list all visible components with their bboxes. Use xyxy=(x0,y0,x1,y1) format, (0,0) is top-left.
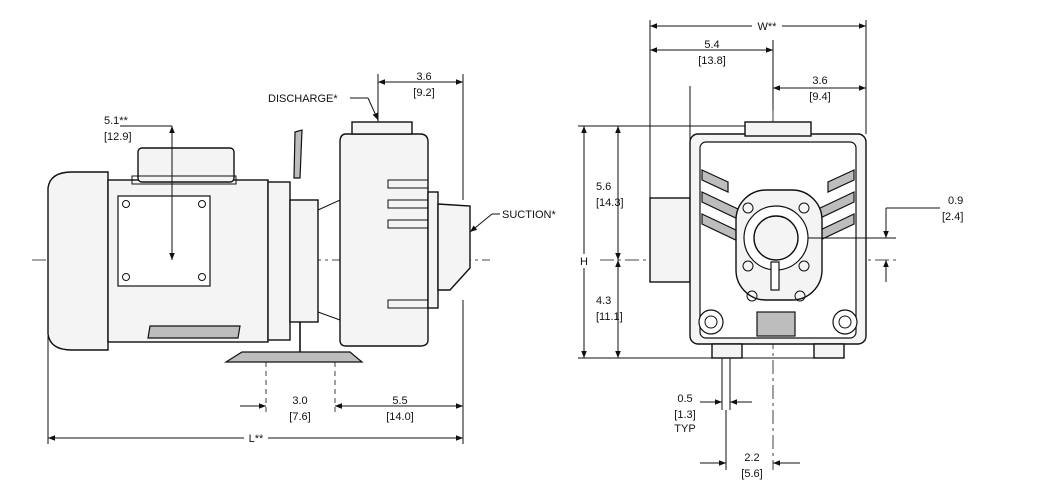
flange-bolt-icon xyxy=(742,260,754,272)
dim-left-metric: [13.8] xyxy=(698,55,726,67)
pump-casing xyxy=(339,133,429,347)
length-label-bg xyxy=(244,430,268,444)
dim-slot-metric: [1.3] xyxy=(674,409,695,421)
motor-fan-cover xyxy=(47,171,109,351)
dim-offset-value: 0.9 xyxy=(948,195,963,207)
front-foot-left xyxy=(711,343,743,359)
dim-foot-metric: [7.6] xyxy=(289,411,310,423)
lifting-handle xyxy=(293,129,303,179)
pump-base-plate xyxy=(223,351,364,363)
terminal-box-base xyxy=(131,175,237,185)
discharge-port xyxy=(351,121,413,135)
dim-bottom-value: 2.2 xyxy=(744,452,759,464)
suction-leader-arrow xyxy=(469,213,493,233)
chevron-rib xyxy=(827,169,855,193)
dim-slot-note: TYP xyxy=(674,423,695,435)
motor-foot xyxy=(147,325,241,339)
suction-flange xyxy=(427,191,439,309)
flange-bolt-icon xyxy=(794,290,806,302)
dim-lower-metric: [11.1] xyxy=(596,311,623,323)
dim-lower-value: 4.3 xyxy=(596,295,611,307)
dim-height-value: 5.1** xyxy=(104,115,129,127)
mount-bolt-icon xyxy=(698,309,724,335)
dim-left-value: 5.4 xyxy=(704,39,719,51)
dim-suction-metric: [14.0] xyxy=(386,411,414,423)
nameplate-screw-icon xyxy=(122,200,130,208)
dim-height-metric: [12.9] xyxy=(104,131,132,143)
motor-box-edge xyxy=(649,197,691,283)
side-view: DISCHARGE* SUCTION* 3.6 [9.2] 5.1** [12.… xyxy=(32,71,557,445)
dim-width-label: W** xyxy=(758,21,778,33)
drain-plug xyxy=(770,261,780,291)
mount-bolt-icon xyxy=(704,315,718,329)
terminal-box xyxy=(137,147,235,183)
bottom-boss xyxy=(756,311,796,337)
dim-top-metric: [9.2] xyxy=(413,87,434,99)
suction-port xyxy=(437,203,471,291)
dim-slot-value: 0.5 xyxy=(677,393,692,405)
dim-suction-value: 5.5 xyxy=(392,395,407,407)
dim-right-value: 3.6 xyxy=(812,75,827,87)
flange-bolt-icon xyxy=(742,202,754,214)
mount-bolt-icon xyxy=(838,315,852,329)
dim-bottom-metric: [5.6] xyxy=(741,468,762,480)
h-label-bg xyxy=(578,254,592,268)
chevron-rib xyxy=(701,169,729,193)
flange-bolt-icon xyxy=(798,202,810,214)
dim-upper-metric: [14.3] xyxy=(596,197,624,209)
dim-length-label: L** xyxy=(249,433,264,445)
discharge-label: DISCHARGE* xyxy=(268,93,338,105)
flange-bolt-icon xyxy=(798,260,810,272)
dim-height-label: H xyxy=(580,256,588,268)
motor-end-bell xyxy=(267,181,291,341)
discharge-port-top xyxy=(744,121,812,137)
motor-nameplate xyxy=(117,195,211,287)
discharge-leader-arrow xyxy=(367,97,379,121)
front-foot-right xyxy=(813,343,845,359)
dim-offset-metric: [2.4] xyxy=(942,211,963,223)
dim-upper-value: 5.6 xyxy=(596,181,611,193)
casing-rib xyxy=(387,179,429,189)
mount-bolt-icon xyxy=(832,309,858,335)
width-label-bg xyxy=(752,18,782,32)
flange-bolt-icon xyxy=(746,290,758,302)
nameplate-screw-icon xyxy=(198,200,206,208)
dim-foot-value: 3.0 xyxy=(292,395,307,407)
nameplate-screw-icon xyxy=(122,273,130,281)
dim-right-metric: [9.4] xyxy=(809,91,830,103)
dim-top-value: 3.6 xyxy=(416,71,431,83)
suction-label: SUCTION* xyxy=(502,209,557,221)
suction-opening xyxy=(753,215,799,261)
front-view: W** 5.4 [13.8] 3.6 [9.4] H 5.6 [14.3] 4.… xyxy=(578,18,963,480)
seal-adapter xyxy=(289,199,319,323)
nameplate-screw-icon xyxy=(198,273,206,281)
